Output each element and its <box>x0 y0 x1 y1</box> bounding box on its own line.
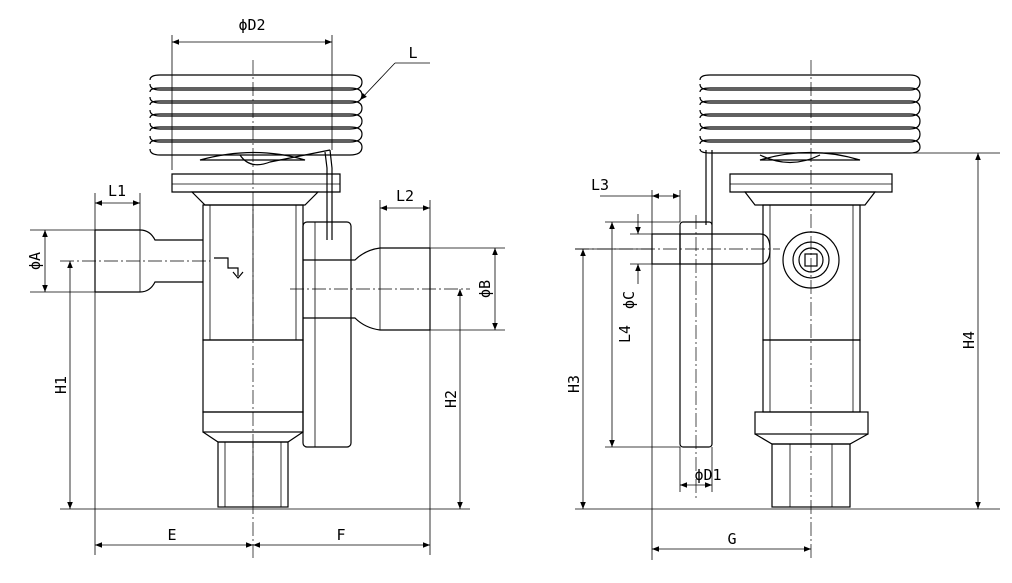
label-h3: H3 <box>565 375 583 393</box>
dimensions-right <box>575 152 1000 560</box>
label-l4: L4 <box>616 325 634 343</box>
label-h4: H4 <box>960 331 978 349</box>
dimensions-left <box>30 35 505 555</box>
diaphragm-head-right <box>729 151 893 206</box>
label-d1: ϕD1 <box>694 466 721 484</box>
label-b: ϕB <box>476 280 494 298</box>
label-l1: L1 <box>108 182 126 200</box>
label-f: F <box>336 526 345 544</box>
label-l: L <box>408 44 417 62</box>
label-l3: L3 <box>591 176 609 194</box>
label-h1: H1 <box>52 376 70 394</box>
capillary-coil <box>149 74 363 240</box>
label-g: G <box>727 530 736 548</box>
label-h2: H2 <box>442 390 460 408</box>
label-l2: L2 <box>396 187 414 205</box>
sensing-bulb <box>302 221 352 448</box>
label-a: ϕA <box>26 252 44 270</box>
label-c: ϕC <box>620 291 638 309</box>
left-view: ϕD2 L L1 L2 ϕA ϕB H1 H2 E F <box>26 16 505 560</box>
valve-body-right <box>754 204 869 508</box>
label-e: E <box>167 526 176 544</box>
diaphragm-head <box>171 151 341 206</box>
capillary-coil-right <box>699 74 921 225</box>
label-d2: ϕD2 <box>238 16 265 34</box>
right-view: L3 L4 ϕC H3 H4 ϕD1 G <box>565 60 1000 560</box>
